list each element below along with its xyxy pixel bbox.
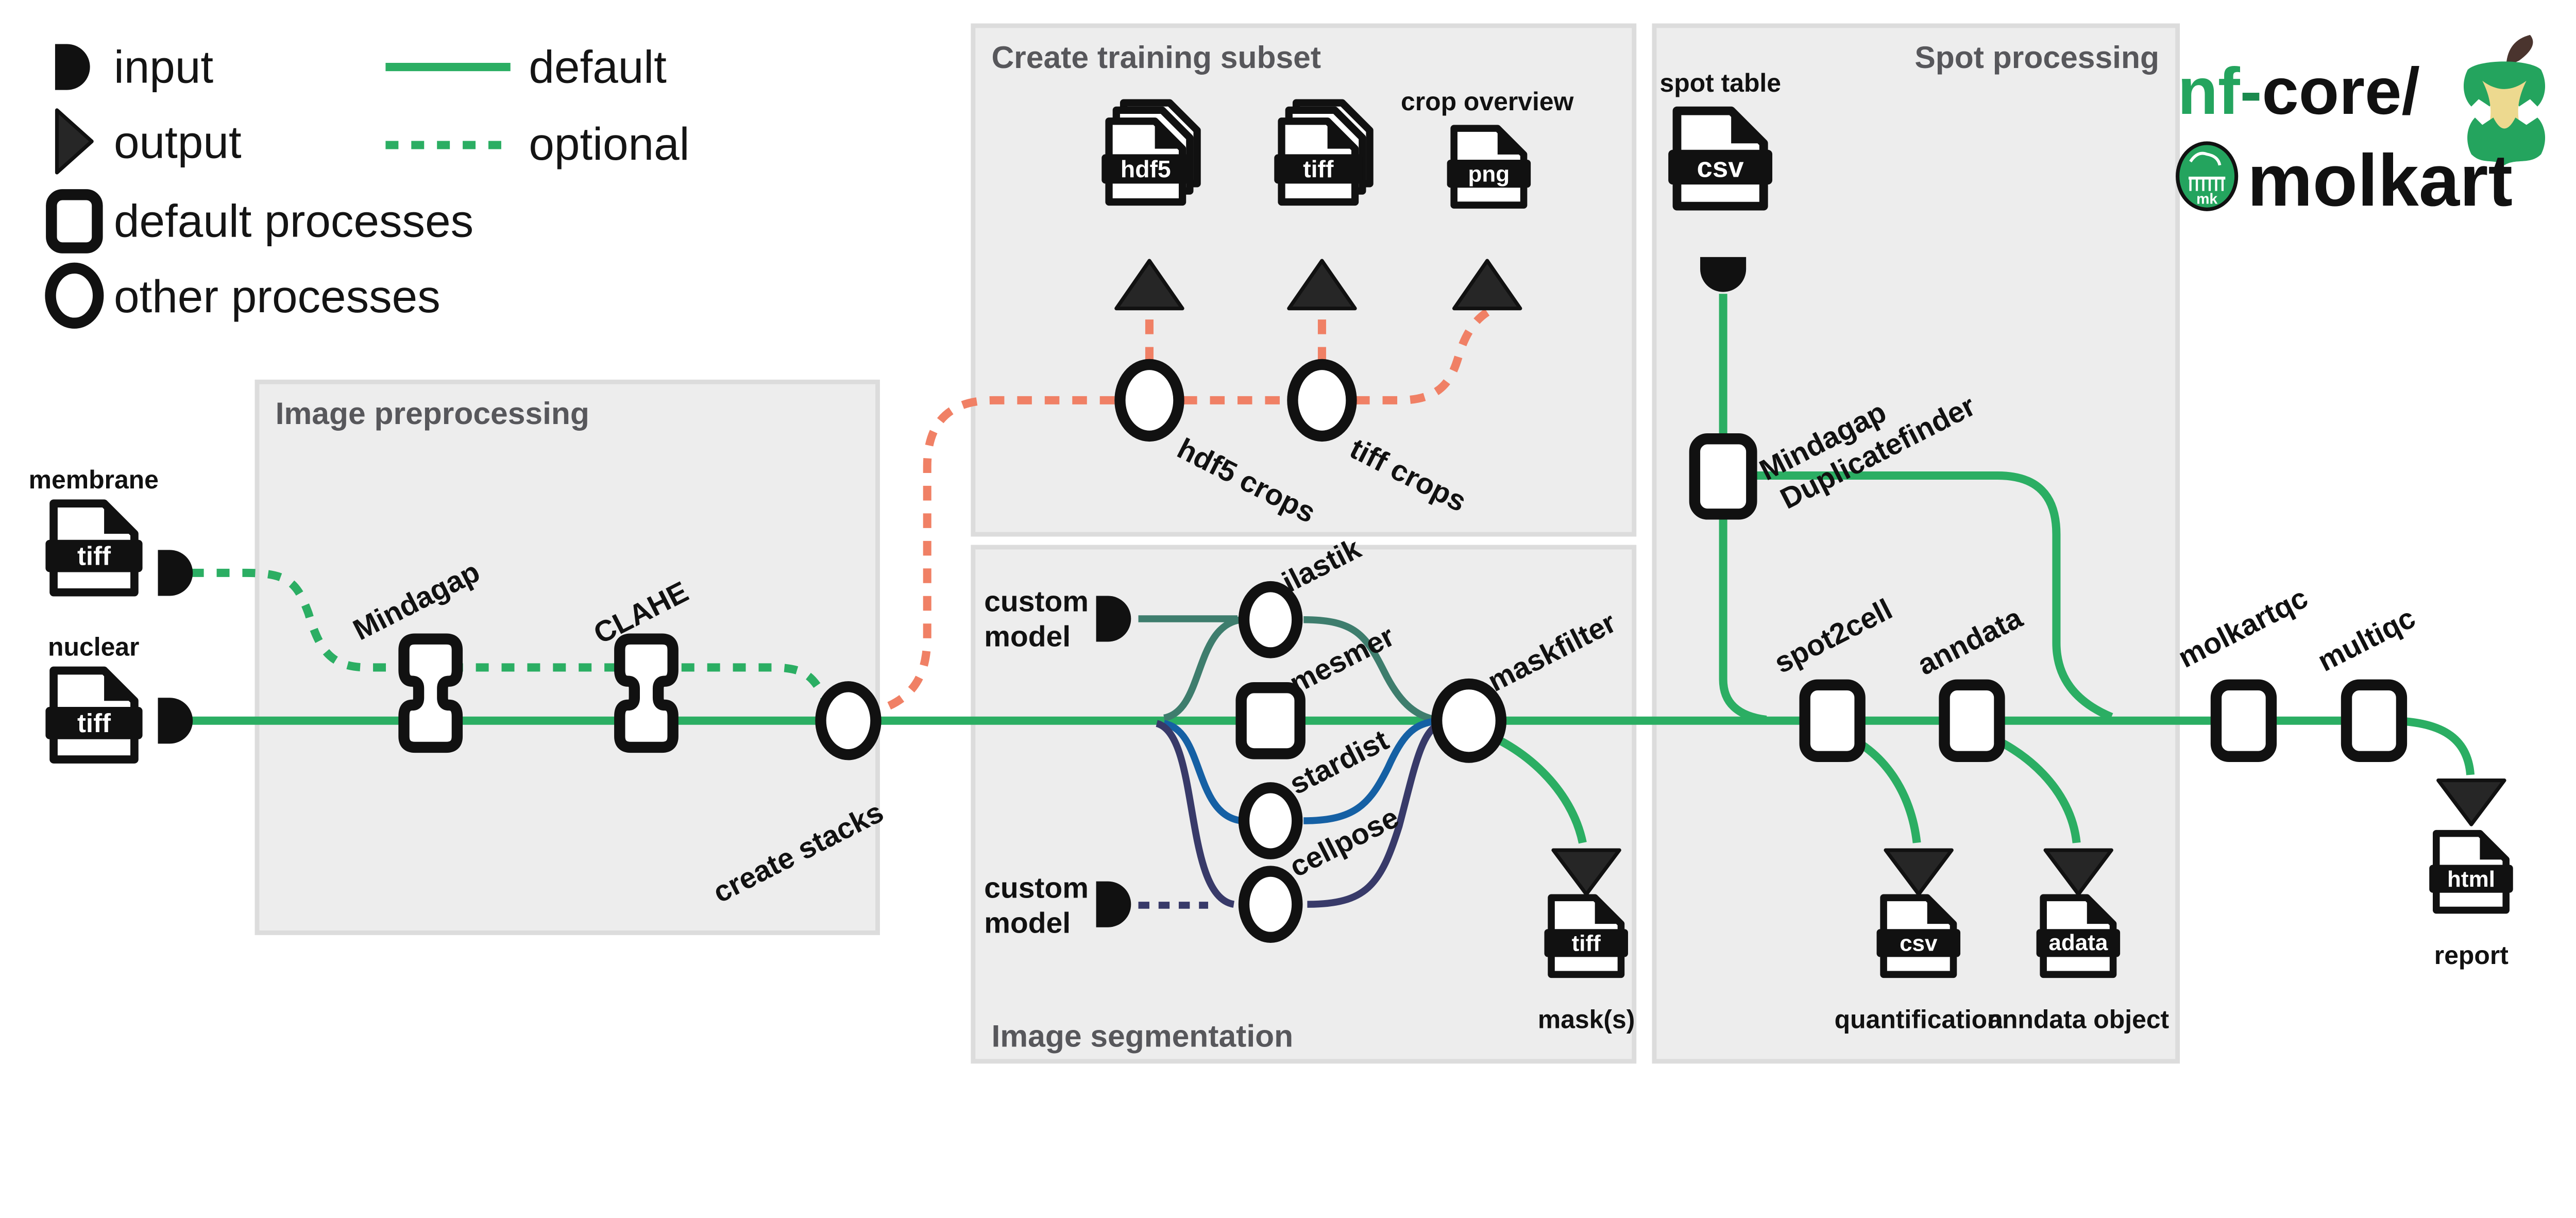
- nf-core-molkart-logo: nf-core/ mk molkart: [2176, 35, 2546, 222]
- cellpose-branch-right: [1307, 721, 1441, 908]
- legend-output-label: output: [114, 116, 242, 167]
- tiff-crops-node: [1287, 359, 1357, 442]
- title-image-preprocessing: Image preprocessing: [276, 396, 589, 431]
- masks-tiff-icon: tiff: [1544, 894, 1629, 978]
- legend-default-processes-label: default processes: [114, 195, 473, 247]
- report-html-icon: html: [2429, 830, 2513, 914]
- other-process-icon: [45, 262, 104, 329]
- output-icon: [55, 108, 94, 175]
- crop-overview-label: crop overview: [1401, 87, 1574, 116]
- membrane-label: membrane: [29, 465, 159, 494]
- tiff-output-icon: [1287, 259, 1357, 311]
- svg-text:custom: custom: [984, 585, 1089, 618]
- quantification-label: quantification: [1835, 1005, 2003, 1034]
- custom-model-top-input-icon: [1096, 596, 1131, 642]
- svg-text:hdf5: hdf5: [1121, 156, 1171, 182]
- mindagap-duplicatefinder-node: [1689, 433, 1757, 520]
- input-icon: [55, 44, 90, 90]
- png-file-icon: png: [1447, 125, 1531, 209]
- mindagapdup-bypass-loop: [1751, 471, 2113, 721]
- title-image-segmentation: Image segmentation: [991, 1018, 1293, 1053]
- svg-text:tiff: tiff: [77, 542, 111, 571]
- masks-output-icon: [1551, 848, 1621, 896]
- membrane-tiff-icon: tiff: [45, 499, 143, 597]
- multiqc-label: multiqc: [2313, 601, 2421, 678]
- molkartqc-node: [2210, 679, 2277, 762]
- anndata-object-label: anndata object: [1988, 1005, 2169, 1034]
- svg-text:model: model: [984, 906, 1071, 939]
- png-output-icon: [1452, 259, 1522, 311]
- molkart-badge-icon: mk: [2176, 141, 2239, 211]
- adata-file-icon: adata: [2036, 894, 2121, 978]
- mindagap-duplicatefinder-label: Mindagap Duplicatefinder: [1754, 389, 1980, 515]
- spot-table-csv-icon: csv: [1668, 106, 1773, 211]
- svg-text:png: png: [1468, 161, 1510, 187]
- report-output-icon: [2436, 779, 2506, 826]
- nuclear-tiff-icon: tiff: [45, 666, 143, 764]
- apple-core-icon: [2463, 35, 2546, 165]
- box-image-segmentation: [971, 545, 1637, 1064]
- quantification-csv-icon: csv: [1876, 894, 1961, 978]
- spot-table-label: spot table: [1659, 69, 1781, 97]
- pipeline-diagram: Image preprocessing Create training subs…: [29, 23, 2546, 1064]
- stardist-branch-right: [1303, 718, 1433, 824]
- tiff-file-stack-icon: tiff: [1274, 99, 1374, 206]
- legend-optional-label: optional: [529, 118, 689, 170]
- spot2cell-node: [1799, 679, 1866, 762]
- spot-table-input-icon: [1700, 257, 1747, 292]
- cellpose-branch-left: [1155, 720, 1235, 908]
- title-create-training-subset: Create training subset: [991, 40, 1321, 75]
- ilastik-node: [1238, 581, 1303, 658]
- svg-text:custom: custom: [984, 872, 1089, 905]
- masks-label: mask(s): [1538, 1005, 1635, 1034]
- stardist-branch-left: [1163, 720, 1242, 824]
- molkartqc-label: molkartqc: [2173, 581, 2313, 674]
- cellpose-node: [1238, 866, 1303, 943]
- svg-text:csv: csv: [1697, 151, 1744, 183]
- custom-model-bottom-input-icon: [1096, 881, 1131, 927]
- legend-input-label: input: [114, 41, 213, 92]
- molkart-wordmark: molkart: [2247, 140, 2513, 222]
- svg-text:tiff: tiff: [1303, 156, 1334, 182]
- anndata-node: [1939, 679, 2005, 762]
- hdf5-output-icon: [1114, 259, 1184, 311]
- ilastik-branch-right: [1303, 616, 1433, 722]
- membrane-input-icon: [158, 550, 193, 596]
- svg-text:html: html: [2447, 867, 2495, 892]
- nuclear-label: nuclear: [48, 632, 139, 661]
- custom-model-top-label: custom model: [984, 585, 1089, 653]
- maskfilter-node: [1431, 678, 1507, 763]
- svg-text:tiff: tiff: [1572, 931, 1601, 956]
- membrane-optional-line: [191, 568, 846, 721]
- clahe-node: [614, 633, 679, 753]
- hdf5-crops-node: [1114, 359, 1184, 442]
- ilastik-branch-left: [1163, 616, 1242, 722]
- svg-text:adata: adata: [2048, 930, 2108, 955]
- custom-model-bottom-label: custom model: [984, 872, 1089, 940]
- multiqc-node: [2341, 679, 2408, 762]
- mindagapdup-down-line: [1719, 514, 1767, 724]
- anndata-output-icon: [2043, 848, 2113, 896]
- legend: input output default processes other pro…: [45, 41, 689, 329]
- svg-text:tiff: tiff: [77, 708, 111, 738]
- mindagap-node: [398, 633, 463, 753]
- create-stacks-node: [815, 681, 882, 760]
- legend-other-processes-label: other processes: [114, 270, 440, 322]
- stardist-node: [1238, 782, 1303, 859]
- title-spot-processing: Spot processing: [1914, 40, 2159, 75]
- svg-text:mk: mk: [2196, 191, 2217, 208]
- svg-text:csv: csv: [1900, 931, 1938, 956]
- box-image-preprocessing: [255, 379, 880, 935]
- svg-text:model: model: [984, 620, 1071, 653]
- mesmer-node: [1235, 682, 1306, 759]
- salmon-line-to-png: [1355, 309, 1490, 404]
- hdf5-file-stack-icon: hdf5: [1101, 99, 1201, 206]
- legend-default-label: default: [529, 41, 667, 92]
- quantification-output-icon: [1884, 848, 1954, 896]
- nf-core-wordmark: nf-core/: [2178, 55, 2420, 128]
- salmon-line-to-hdf5crops: [862, 396, 1116, 719]
- report-label: report: [2434, 941, 2509, 970]
- nuclear-input-icon: [158, 698, 193, 744]
- default-process-icon: [46, 189, 103, 253]
